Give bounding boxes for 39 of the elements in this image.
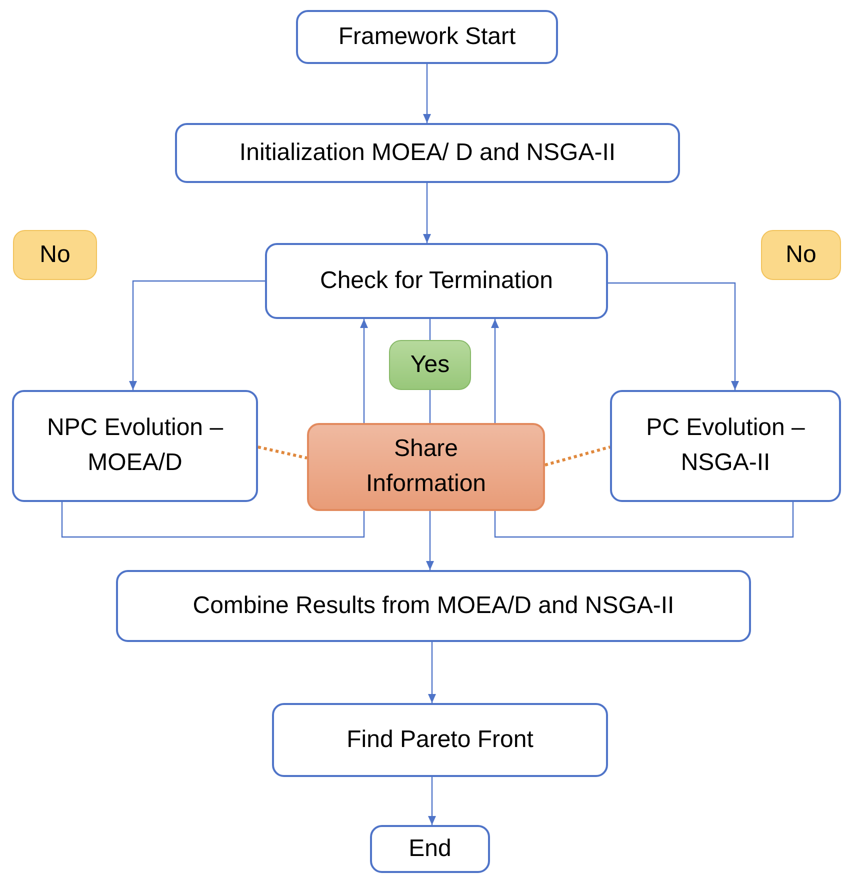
arrow bbox=[360, 319, 368, 423]
node-label: NPC Evolution – MOEA/D bbox=[46, 413, 224, 478]
node-label: PC Evolution – NSGA-II bbox=[645, 413, 806, 478]
condition-tag bbox=[13, 230, 97, 280]
arrow bbox=[608, 282, 739, 390]
end-box bbox=[370, 825, 490, 873]
connector-line bbox=[429, 319, 431, 340]
arrow bbox=[129, 280, 265, 390]
node-label: End bbox=[408, 834, 452, 864]
process-box bbox=[175, 123, 680, 183]
dotted-connector bbox=[544, 446, 610, 466]
node-label: Share Information bbox=[365, 434, 487, 499]
arrow bbox=[423, 64, 431, 123]
node-label: No bbox=[40, 240, 70, 270]
node-label: Combine Results from MOEA/D and NSGA-II bbox=[192, 590, 674, 621]
decision-box bbox=[265, 243, 608, 319]
process-box bbox=[272, 703, 608, 777]
arrow bbox=[423, 183, 431, 243]
node-label: Initialization MOEA/ D and NSGA-II bbox=[239, 138, 616, 168]
dotted-connector bbox=[258, 446, 308, 460]
node-label: No bbox=[786, 240, 816, 270]
connector-line bbox=[494, 502, 794, 538]
node-label: Find Pareto Front bbox=[346, 724, 534, 755]
process-box bbox=[610, 390, 841, 502]
node-label: Check for Termination bbox=[320, 266, 553, 296]
node-label: Yes bbox=[410, 350, 450, 380]
arrow bbox=[428, 642, 436, 703]
process-box bbox=[12, 390, 258, 502]
arrow bbox=[428, 777, 436, 825]
arrow bbox=[491, 319, 499, 423]
connector-line bbox=[61, 502, 365, 538]
arrow bbox=[426, 511, 434, 570]
connector-line bbox=[429, 390, 431, 423]
condition-tag bbox=[761, 230, 841, 280]
node-label: Framework Start bbox=[338, 22, 516, 52]
process-box bbox=[116, 570, 751, 642]
start-box bbox=[296, 10, 558, 64]
condition-tag bbox=[389, 340, 471, 390]
process-box bbox=[307, 423, 545, 511]
